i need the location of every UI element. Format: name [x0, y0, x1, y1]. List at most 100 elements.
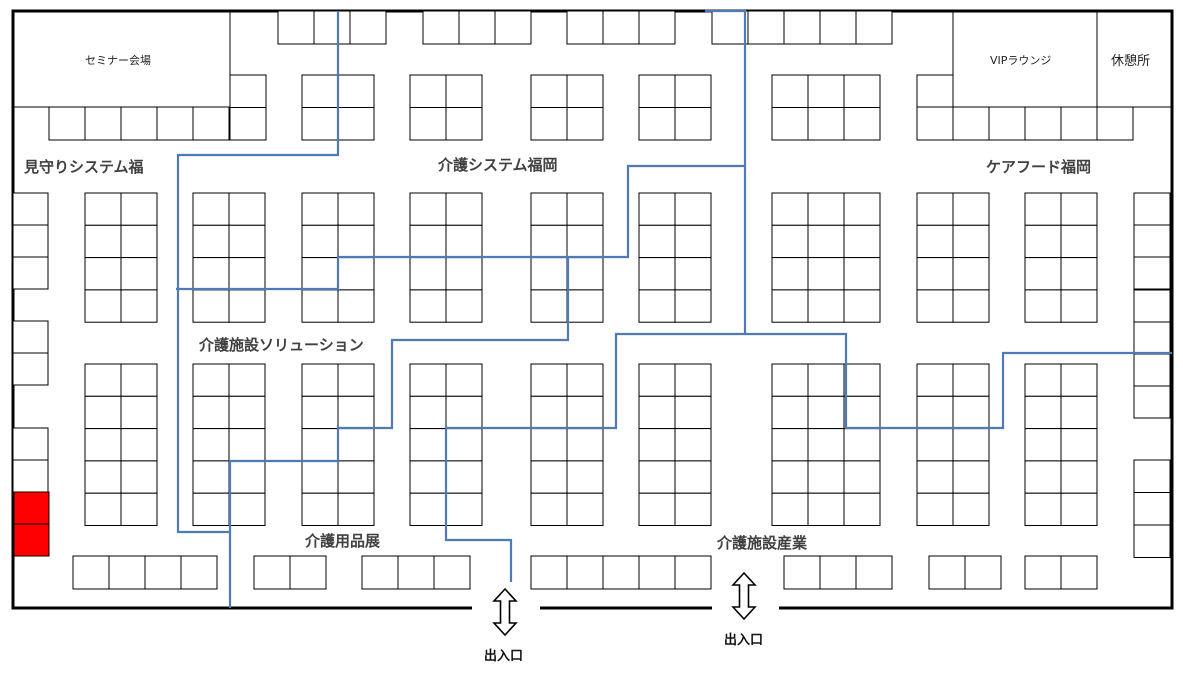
- booth: [1024, 492, 1062, 527]
- booth: [674, 257, 712, 291]
- booth: [1133, 459, 1171, 493]
- booth: [228, 363, 266, 397]
- booth: [638, 192, 676, 226]
- booth-block: [84, 192, 158, 323]
- booth: [445, 428, 483, 462]
- booth: [144, 555, 182, 590]
- booth: [12, 256, 49, 290]
- booth: [228, 492, 266, 527]
- booth: [819, 555, 857, 590]
- booth: [952, 106, 990, 141]
- booth: [1024, 224, 1062, 259]
- highlighted-booths: [13, 491, 50, 557]
- booth: [674, 363, 712, 397]
- booth: [409, 224, 447, 259]
- booth: [783, 555, 821, 590]
- booth: [530, 257, 568, 291]
- booth-block: [783, 555, 893, 590]
- booth: [301, 107, 339, 141]
- booth: [843, 257, 881, 291]
- booth: [120, 106, 158, 141]
- booth: [228, 224, 266, 259]
- booth: [530, 428, 568, 462]
- booth: [674, 555, 712, 590]
- booth: [1024, 192, 1062, 226]
- booth: [337, 492, 375, 527]
- booth: [84, 289, 122, 323]
- booth: [638, 492, 676, 527]
- zone-label-shisetsu-solution: 介護施設ソリューション: [199, 336, 364, 354]
- booth: [228, 428, 266, 462]
- booth: [1133, 385, 1171, 419]
- booth: [916, 395, 954, 430]
- booth: [1024, 460, 1062, 494]
- booth-block: [1024, 192, 1098, 323]
- booth: [638, 289, 676, 323]
- booth: [928, 555, 966, 590]
- booth: [952, 492, 990, 527]
- booth: [1133, 224, 1171, 258]
- booth: [807, 192, 845, 226]
- booth: [120, 492, 158, 527]
- booth: [711, 10, 749, 45]
- booth: [530, 192, 568, 226]
- route-segment: [228, 257, 570, 532]
- booth: [819, 10, 857, 45]
- booth: [916, 224, 954, 259]
- booth-block: [638, 363, 712, 527]
- booth: [566, 192, 604, 226]
- booth: [843, 74, 881, 108]
- booth: [337, 257, 375, 291]
- booth: [566, 460, 604, 494]
- booth: [1024, 363, 1062, 397]
- booth: [916, 289, 954, 323]
- booth: [843, 492, 881, 527]
- booth: [952, 363, 990, 397]
- booth: [771, 257, 809, 291]
- booth: [674, 224, 712, 259]
- booth: [1060, 460, 1098, 494]
- booth: [120, 224, 158, 259]
- booth-block: [1133, 459, 1171, 558]
- booth: [445, 224, 483, 259]
- booth: [445, 192, 483, 226]
- booth: [530, 289, 568, 323]
- booth: [1060, 289, 1098, 323]
- booth: [120, 192, 158, 226]
- booth: [530, 74, 568, 108]
- booth: [566, 555, 604, 590]
- booth: [337, 74, 375, 108]
- booth: [807, 224, 845, 259]
- booth: [807, 74, 845, 108]
- booth: [771, 107, 809, 141]
- booth: [84, 192, 122, 226]
- booth: [638, 224, 676, 259]
- booth: [48, 106, 86, 141]
- booth: [638, 395, 676, 430]
- booth: [1024, 106, 1062, 141]
- booth: [916, 492, 954, 527]
- booth-block: [48, 106, 230, 141]
- booth: [1060, 363, 1098, 397]
- booth: [409, 460, 447, 494]
- booth-block: [12, 427, 49, 493]
- booth: [771, 224, 809, 259]
- booth: [1133, 353, 1171, 387]
- vip-lounge-label: VIPラウンジ: [990, 54, 1052, 67]
- booth: [1060, 257, 1098, 291]
- booth: [301, 289, 339, 323]
- booth: [192, 106, 230, 141]
- booth: [952, 224, 990, 259]
- booth: [566, 289, 604, 323]
- booth: [843, 460, 881, 494]
- booth: [229, 107, 267, 141]
- booth: [228, 289, 266, 323]
- booth-block: [1024, 555, 1098, 590]
- booth: [156, 106, 194, 141]
- booth: [916, 363, 954, 397]
- booth: [566, 395, 604, 430]
- booth: [855, 555, 893, 590]
- booth: [301, 395, 339, 430]
- highlighted-booth: [13, 523, 50, 557]
- booth: [192, 492, 230, 527]
